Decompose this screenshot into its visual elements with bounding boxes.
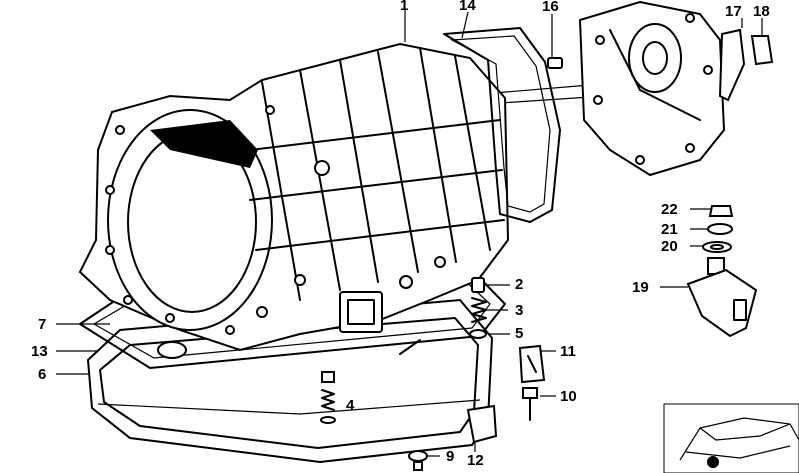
callout-13: 13 (31, 343, 48, 360)
part-13-plug (157, 341, 187, 359)
part-19-mount (686, 257, 758, 338)
callout-10: 10 (560, 388, 577, 405)
housing-gasket (443, 27, 561, 223)
callout-12: 12 (467, 452, 484, 469)
part-20-washer (702, 241, 732, 253)
car-silhouette-icon (663, 403, 799, 473)
part-11-bracket (518, 344, 546, 384)
callout-6: 6 (38, 366, 47, 383)
callout-3: 3 (515, 302, 524, 319)
part-21-ring (707, 223, 733, 235)
transmission-housing (78, 42, 510, 355)
callout-22: 22 (661, 201, 678, 218)
dowel-pin (547, 57, 563, 69)
part-17-bracket (718, 28, 746, 102)
part-9-drain-plug (408, 450, 428, 471)
part-10-bolt (522, 387, 538, 421)
callout-21: 21 (661, 221, 678, 238)
callout-7: 7 (38, 316, 47, 333)
callout-16: 16 (542, 0, 559, 15)
callout-17: 17 (725, 3, 742, 20)
extension-housing (578, 0, 726, 177)
callout-9: 9 (446, 448, 455, 465)
part-3-spring (471, 297, 487, 323)
callout-20: 20 (661, 238, 678, 255)
callout-5: 5 (515, 325, 524, 342)
callout-14: 14 (459, 0, 476, 14)
callout-11: 11 (560, 343, 576, 360)
part-22-nut (708, 205, 734, 217)
callout-19: 19 (632, 279, 649, 296)
callout-2: 2 (515, 276, 524, 293)
part-12-clip (466, 404, 498, 444)
callout-1: 1 (400, 0, 409, 14)
part-2-piston (471, 277, 485, 293)
callout-4: 4 (346, 397, 355, 414)
part-5-washer (469, 329, 487, 339)
part-4-spring (320, 371, 336, 424)
callout-18: 18 (753, 3, 770, 20)
part-18-clip (750, 35, 774, 66)
